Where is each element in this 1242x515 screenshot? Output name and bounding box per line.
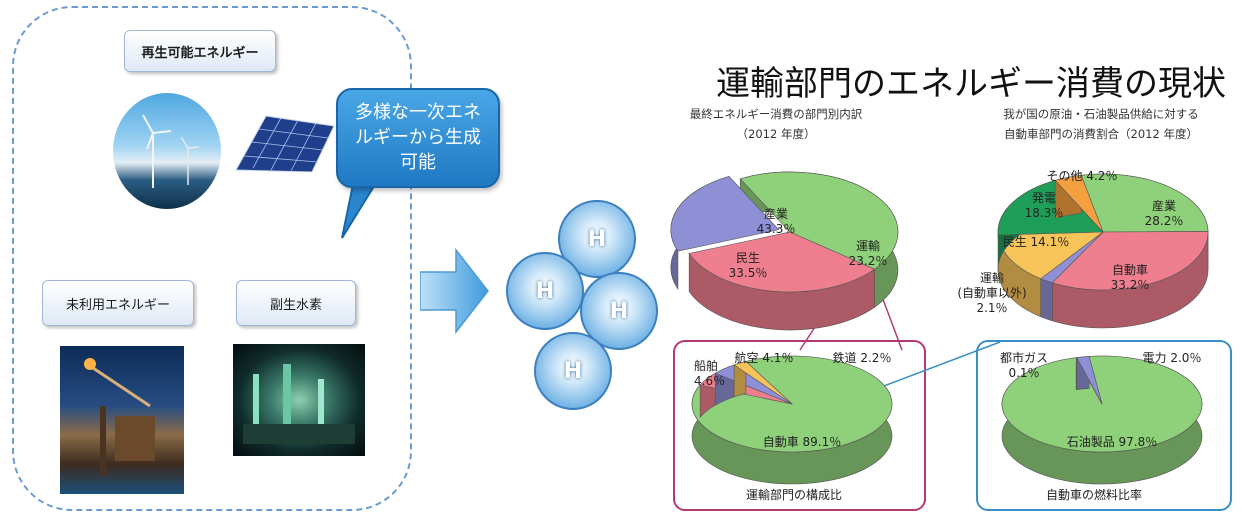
speech-line-3: 可能 xyxy=(400,152,436,173)
unused-energy-label: 未利用エネルギー xyxy=(42,280,194,326)
pie-slice xyxy=(1040,231,1104,284)
left-subtitle-line-2: （2012 年度） xyxy=(736,127,816,141)
main-title: 運輸部門のエネルギー消費の現状 xyxy=(716,64,1226,104)
pie-slice xyxy=(997,180,1104,236)
pie-slice-side xyxy=(1054,174,1082,219)
fuel-caption: 自動車の燃料比率 xyxy=(1046,488,1143,502)
connector-line xyxy=(799,269,853,351)
pie-slice xyxy=(739,171,899,270)
pie-slice-side xyxy=(1080,173,1209,270)
pie-slice-side xyxy=(997,234,1042,318)
left-subtitle-line-1: 最終エネルギー消費の部門別内訳 xyxy=(689,107,863,121)
speech-bubble: 多様な一次エネ ルギーから生成 可能 xyxy=(336,88,500,188)
pie-label: 民生 14.1％ xyxy=(1003,235,1070,249)
left-chart-subtitle: 最終エネルギー消費の部門別内訳 （2012 年度） xyxy=(666,104,886,144)
byproduct-hydrogen-label: 副生水素 xyxy=(236,280,356,326)
pie-slice xyxy=(1054,174,1104,233)
pie-slice-side xyxy=(1052,231,1209,329)
solar-panel-image xyxy=(235,115,335,172)
speech-line-2: ルギーから生成 xyxy=(355,127,481,148)
pie-label: その他 4.2％ xyxy=(1047,169,1118,183)
vehicle-fuel-frame xyxy=(976,340,1232,511)
transport-caption: 運輸部門の構成比 xyxy=(746,488,843,502)
pie-slice xyxy=(1051,231,1209,291)
hydrogen-bubble: H xyxy=(506,252,584,330)
offshore-rig-photo xyxy=(60,346,184,494)
pie-slice-side xyxy=(997,179,1056,273)
pie-slice-side xyxy=(739,171,899,308)
right-subtitle-line-2: 自動車部門の消費割合（2012 年度） xyxy=(1004,127,1198,141)
pie-slice-side xyxy=(1040,278,1053,322)
renewable-energy-label: 再生可能エネルギー xyxy=(124,30,276,72)
pie-label: 運輸(自動車以外)2.1％ xyxy=(957,270,1026,315)
pie-slice xyxy=(688,231,876,293)
industrial-plant-photo xyxy=(233,344,365,456)
pie-slice xyxy=(997,231,1104,280)
pie-slice-side xyxy=(670,175,730,291)
renewable-sources-panel xyxy=(12,6,412,511)
pie-slice-side xyxy=(688,252,875,331)
pie-slice xyxy=(1080,173,1209,233)
right-chart-subtitle: 我が国の原油・石油製品供給に対する 自動車部門の消費割合（2012 年度） xyxy=(966,104,1236,144)
right-subtitle-line-1: 我が国の原油・石油製品供給に対する xyxy=(1003,107,1199,121)
wind-turbine-photo xyxy=(113,93,221,209)
leader-line xyxy=(1017,261,1041,284)
hydrogen-bubble: H xyxy=(534,332,612,410)
speech-line-1: 多様な一次エネ xyxy=(355,102,481,123)
flow-arrow-icon xyxy=(420,248,489,334)
connector-line xyxy=(871,269,903,351)
pie-slice xyxy=(670,176,780,252)
